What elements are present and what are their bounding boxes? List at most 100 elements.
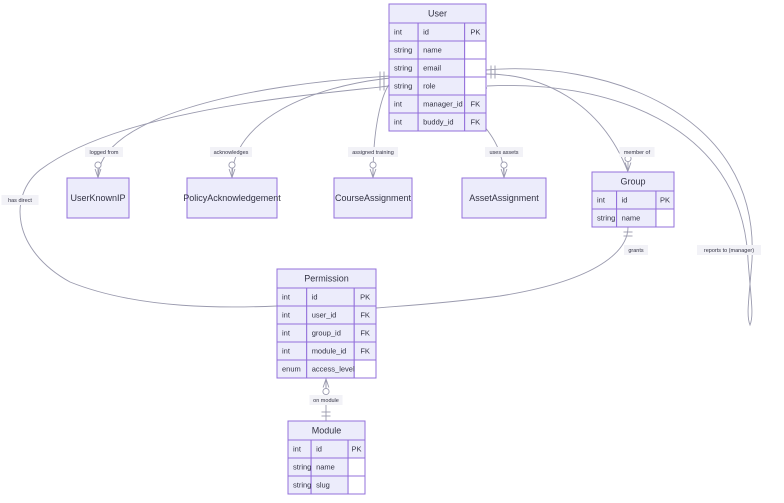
relationship-label-bg — [619, 147, 655, 157]
attr-type: int — [394, 99, 403, 108]
attr-type: int — [394, 117, 403, 126]
crow-foot-child-1 — [228, 161, 236, 178]
attr-name: access_level — [312, 364, 355, 373]
crow-foot-child-3 — [500, 161, 508, 178]
attr-key-cell — [464, 40, 487, 60]
rel-logged-from: logged from — [85, 147, 123, 157]
attr-key-cell — [464, 76, 487, 96]
relationship-label-bg — [309, 395, 343, 405]
crow-foot-child-2 — [369, 161, 377, 178]
relationship-label-bg — [624, 245, 648, 255]
edge-user-to-child-1 — [231, 77, 392, 179]
relationship-label-bg — [1, 195, 39, 205]
relationship-label-text: grants — [628, 248, 644, 254]
attr-key: PK — [360, 292, 370, 301]
attr-key-cell — [347, 457, 366, 477]
attr-key-cell — [464, 58, 487, 78]
edge-user-to-child-0 — [97, 75, 392, 179]
relationship-label-text: acknowledges — [214, 150, 249, 156]
relationship-label-bg — [697, 245, 761, 255]
relationship-label-text: uses assets — [489, 150, 518, 156]
attr-name: group_id — [312, 328, 341, 337]
attr-name: module_id — [312, 346, 347, 355]
attr-key: FK — [360, 310, 370, 319]
attr-key-cell — [655, 208, 675, 228]
attr-name: id — [316, 444, 322, 453]
group-anchor-bottom — [623, 231, 633, 237]
attr-type: int — [597, 195, 606, 204]
entity-box — [461, 177, 547, 219]
relationship-label-text: member of — [624, 150, 651, 156]
attr-name: user_id — [312, 310, 337, 319]
attr-name: id — [312, 292, 318, 301]
rel-grants: grants — [624, 245, 648, 255]
entity-assetassignment[interactable]: AssetAssignment — [461, 177, 547, 219]
edge-user-group — [485, 73, 629, 173]
edge-user-self-manager — [485, 68, 753, 327]
attr-name: manager_id — [423, 99, 463, 108]
edge-group-permission-grants — [375, 226, 629, 309]
entity-policyacknowledgement[interactable]: PolicyAcknowledgement — [183, 177, 281, 219]
attr-key-cell — [464, 112, 487, 132]
rel-has-direct: has direct — [1, 195, 39, 205]
crow-foot-child-0 — [94, 161, 102, 178]
attr-name: email — [423, 63, 441, 72]
attr-name: name — [316, 462, 335, 471]
entity-box — [66, 177, 130, 219]
crow-foot-group-top — [624, 154, 632, 172]
entity-title: Module — [312, 425, 342, 435]
module-anchor-top — [321, 411, 331, 417]
entity-userknownip[interactable]: UserKnownIP — [66, 177, 130, 219]
attr-type: string — [394, 45, 412, 54]
user-anchor-left-3 — [379, 81, 385, 91]
attr-name: id — [622, 195, 628, 204]
relationship-label-text: assigned training — [352, 150, 394, 156]
attr-type: string — [394, 81, 412, 90]
attr-key: PK — [470, 27, 480, 36]
entity-title: UserKnownIP — [70, 193, 125, 203]
rel-member-of: member of — [619, 147, 655, 157]
attr-type: int — [293, 444, 302, 453]
relationship-label-bg — [485, 147, 523, 157]
rel-on-module: on module — [309, 395, 343, 405]
entity-title: AssetAssignment — [469, 193, 539, 203]
attr-key: FK — [360, 328, 370, 337]
relationship-label-bg — [85, 147, 123, 157]
attr-name: id — [423, 27, 429, 36]
crow-foot-permission-bottom — [322, 378, 330, 396]
attr-type: int — [282, 328, 291, 337]
attr-type: int — [282, 346, 291, 355]
relationship-label-text: has direct — [8, 198, 32, 204]
entity-title: CourseAssignment — [335, 193, 412, 203]
attr-key: PK — [660, 195, 670, 204]
rel-reports-to: reports to (manager) — [697, 245, 761, 255]
attr-name: name — [423, 45, 442, 54]
relationship-label-bg — [348, 147, 398, 157]
attr-name: slug — [316, 480, 330, 489]
relationship-edges — [19, 65, 753, 421]
rel-acknowledges: acknowledges — [210, 147, 252, 157]
attr-name: role — [423, 81, 436, 90]
attr-name: buddy_id — [423, 117, 453, 126]
attr-key: FK — [471, 99, 481, 108]
rel-assigned-training: assigned training — [348, 147, 398, 157]
relationship-label-text: logged from — [89, 150, 118, 156]
attr-type: int — [282, 310, 291, 319]
attr-name: name — [622, 213, 641, 222]
attr-key: FK — [471, 117, 481, 126]
relationship-label-bg — [210, 147, 252, 157]
rel-uses-assets: uses assets — [485, 147, 523, 157]
entity-title: PolicyAcknowledgement — [183, 193, 281, 203]
attr-type: int — [394, 27, 403, 36]
attr-type: int — [282, 292, 291, 301]
relationship-labels: logged from acknowledges assigned training… — [1, 147, 761, 405]
entity-courseassignment[interactable]: CourseAssignment — [333, 177, 413, 219]
user-anchor-right-2 — [490, 65, 496, 75]
attr-type: string — [394, 63, 412, 72]
